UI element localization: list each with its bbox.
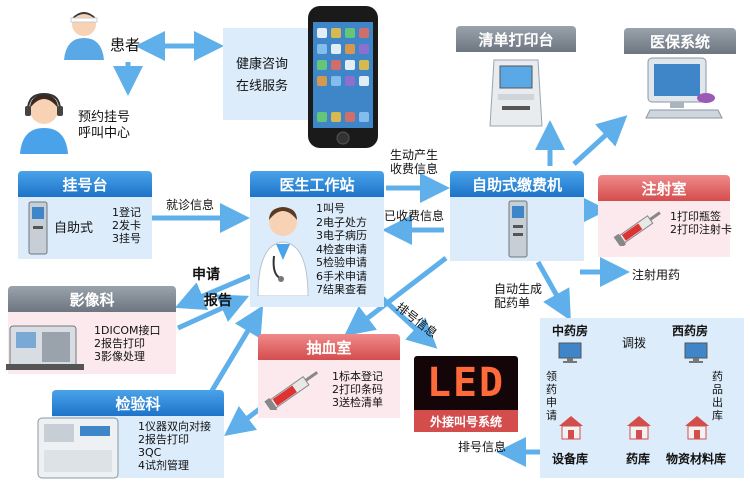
- online-service-panel: [223, 28, 313, 120]
- imaging-item: 3影像处理: [94, 350, 145, 363]
- registration-item: 2发卡: [112, 219, 141, 232]
- imaging-item: 2报告打印: [94, 337, 145, 350]
- equipment-warehouse-icon: [558, 414, 584, 440]
- imaging-machine-icon: [4, 316, 88, 372]
- drug-warehouse-label: 药库: [626, 452, 651, 466]
- equipment-warehouse-label: 设备库: [552, 452, 589, 466]
- blood-header: 抽血室: [258, 334, 400, 360]
- imaging-item: 1DICOM接口: [94, 324, 161, 337]
- led-title: 外接叫号系统: [414, 410, 518, 432]
- blood-item: 2打印条码: [332, 383, 383, 396]
- injection-list: 1打印瓶签 2打印注射卡: [670, 210, 732, 236]
- arrow-imaging-doctor: [176, 294, 250, 331]
- flow-gen-fee-2: 收费信息: [390, 162, 439, 176]
- material-warehouse-label: 物资材料库: [666, 452, 727, 466]
- computer-icon: [640, 56, 724, 120]
- material-warehouse-icon: [684, 414, 710, 440]
- western-pharmacy-label: 西药房: [672, 324, 709, 338]
- flow-report: 报告: [204, 293, 232, 309]
- registration-item: 1登记: [112, 206, 141, 219]
- lab-item: 3QC: [138, 446, 162, 459]
- call-center-label: 预约挂号 呼叫中心: [78, 110, 131, 141]
- insurance-header: 医保系统: [624, 28, 736, 54]
- flow-gen-fee-1: 生动产生: [390, 148, 439, 162]
- collect-drug-request-label: 领药申请: [546, 370, 557, 422]
- flow-apply: 申请: [192, 267, 220, 283]
- doctor-item: 4检查申请: [316, 242, 367, 256]
- blood-panel: [258, 360, 400, 418]
- lab-item: 2报告打印: [138, 433, 189, 446]
- flow-injection-drug: 注射用药: [632, 268, 681, 282]
- transfer-label: 调拨: [622, 336, 647, 350]
- doctor-station-header: 医生工作站: [250, 171, 384, 197]
- syringe-icon: [612, 206, 668, 246]
- imaging-list: 1DICOM接口 2报告打印 3影像处理: [94, 324, 161, 363]
- print-station-header: 清单打印台: [456, 26, 576, 52]
- injection-panel: [598, 201, 730, 257]
- doctor-item: 1叫号: [316, 202, 345, 215]
- arrow-doctor-led: [380, 296, 438, 349]
- flow-auto-gen-2: 配药单: [494, 296, 531, 310]
- online-service-label: 健康咨询 在线服务: [236, 57, 289, 94]
- lab-item: 1仪器双向对接: [138, 420, 211, 433]
- led-big-text: LED: [426, 360, 506, 406]
- arrow-payment-blood: [344, 256, 448, 337]
- injection-item: 2打印注射卡: [670, 223, 732, 236]
- self-payment-header: 自助式缴费机: [450, 171, 584, 197]
- patient-label: 患者: [110, 36, 141, 54]
- imaging-header: 影像科: [8, 286, 176, 312]
- drug-warehouse-icon: [626, 414, 652, 440]
- payment-kiosk-icon: [506, 199, 530, 259]
- arrow-payment-pharmacy: [535, 260, 571, 321]
- blood-item: 1标本登记: [332, 370, 383, 383]
- doctor-station-list: 1叫号 2电子处方 3电子病历 4检查申请 5检验申请 6手术申请 7结果查看: [316, 202, 367, 297]
- arrow-lab-doctor: [207, 305, 264, 396]
- flow-auto-gen-1: 自动生成: [494, 282, 543, 296]
- doctor-icon: [254, 200, 312, 296]
- injection-item: 1打印瓶签: [670, 210, 721, 223]
- call-center-agent-icon: [18, 88, 70, 154]
- arrow-doctor-imaging: [174, 273, 251, 310]
- flow-queue-info-2: 排号信息: [458, 440, 507, 454]
- doctor-item: 2电子处方: [316, 215, 367, 229]
- lab-analyzer-icon: [28, 404, 132, 484]
- smartphone-icon: [306, 4, 380, 150]
- lab-list: 1仪器双向对接 2报告打印 3QC 4试剂管理: [138, 420, 211, 472]
- lab-header: 检验科: [52, 390, 224, 416]
- arrow-payment-insurance: [572, 115, 628, 166]
- doctor-item: 3电子病历: [316, 229, 367, 242]
- registration-list: 1登记 2发卡 3挂号: [112, 206, 141, 245]
- flow-visit-info: 就诊信息: [166, 198, 215, 212]
- registration-header: 挂号台: [18, 171, 152, 197]
- flow-paid-info: 已收费信息: [384, 209, 445, 223]
- chinese-pharmacy-monitor-icon: [558, 342, 582, 364]
- blood-item: 3送检清单: [332, 396, 383, 409]
- injection-header: 注射室: [598, 175, 730, 201]
- chinese-pharmacy-label: 中药房: [552, 324, 589, 338]
- registration-sub-label: 自助式: [54, 221, 94, 236]
- doctor-item: 5检验申请: [316, 256, 367, 269]
- patient-icon: [62, 8, 106, 60]
- print-kiosk-icon: [486, 54, 546, 128]
- registration-kiosk-icon: [26, 200, 50, 256]
- registration-item: 3挂号: [112, 232, 141, 245]
- western-pharmacy-monitor-icon: [684, 342, 708, 364]
- doctor-item: 6手术申请: [316, 269, 367, 283]
- lab-item: 4试剂管理: [138, 459, 189, 472]
- blood-list: 1标本登记 2打印条码 3送检清单: [332, 370, 383, 409]
- blood-syringe-icon: [262, 366, 326, 410]
- doctor-item: 7结果查看: [316, 283, 367, 296]
- drug-outbound-label: 药品出库: [712, 370, 723, 422]
